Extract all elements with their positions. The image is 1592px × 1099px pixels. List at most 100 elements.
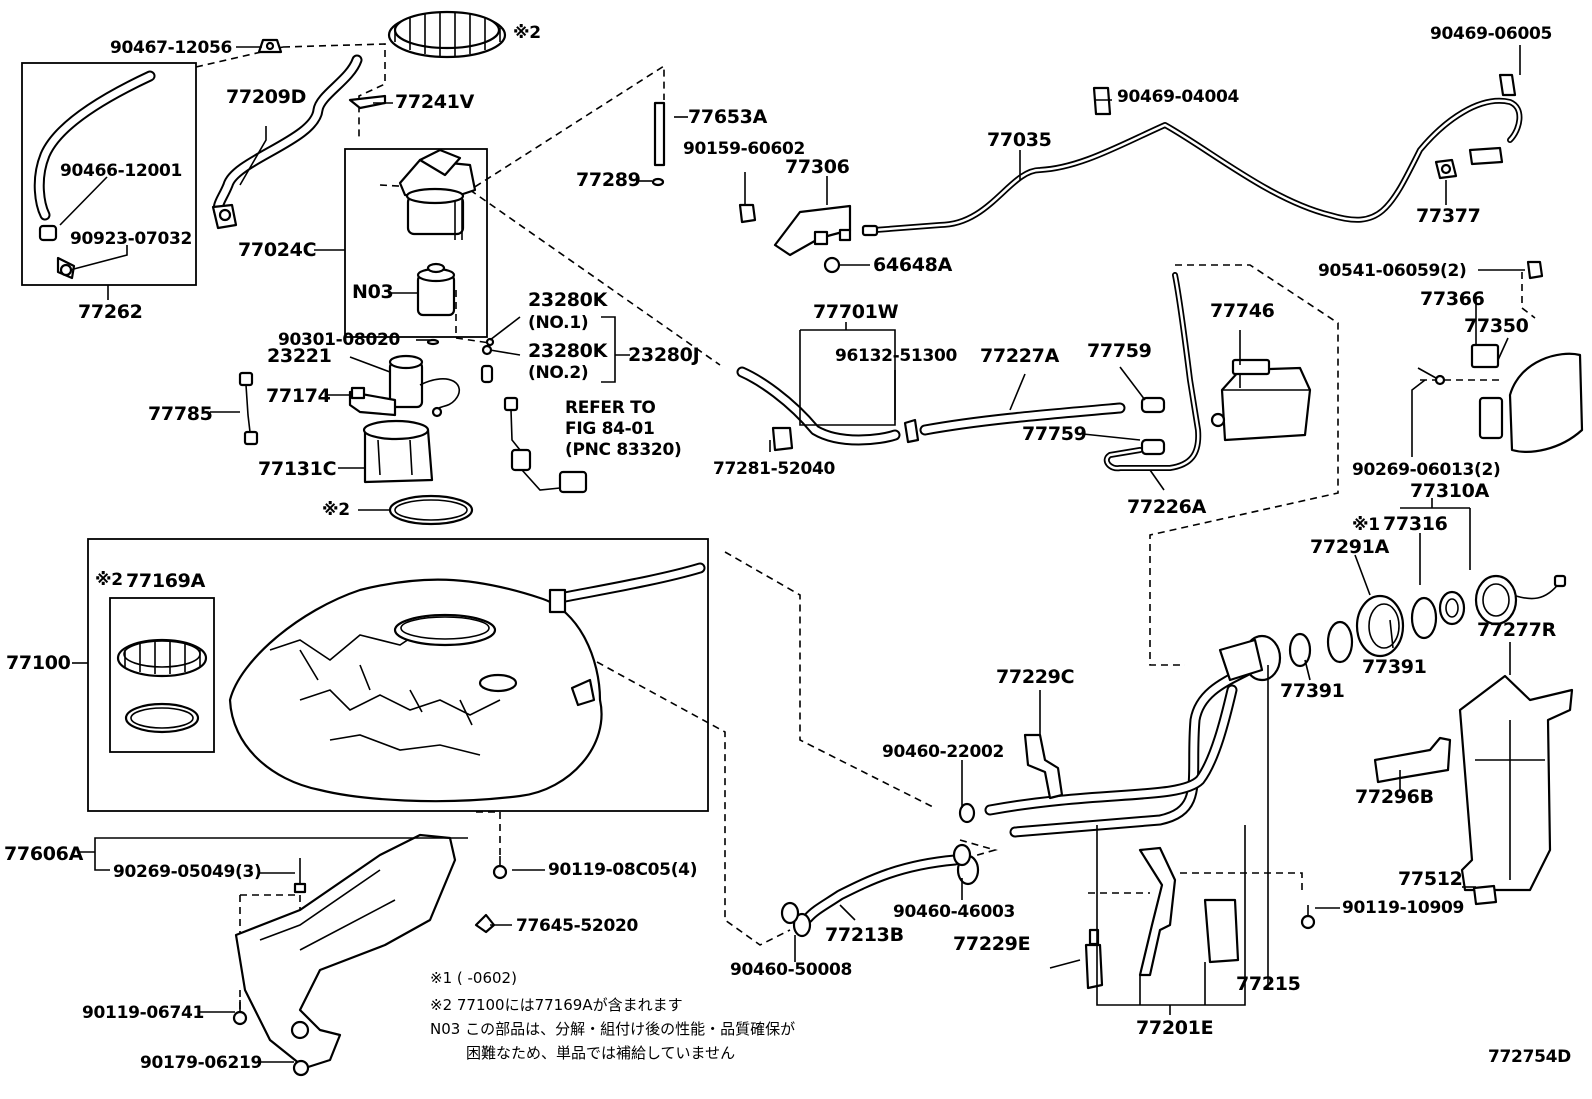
- label-23280K-2: 23280K: [528, 340, 609, 362]
- bracket-77306: [738, 203, 852, 257]
- label-77377: 77377: [1416, 205, 1481, 227]
- label-77306: 77306: [785, 156, 850, 178]
- label-refer-2: FIG 84-01: [565, 419, 654, 439]
- dash-bolt-tank: [476, 811, 501, 857]
- label-77169A: 77169A: [126, 570, 206, 592]
- label-90469-06005: 90469-06005: [1430, 24, 1552, 44]
- label-77350: 77350: [1464, 315, 1529, 337]
- dash-tank-to-filler: [724, 551, 936, 809]
- clamp-90469-04004: [1092, 86, 1112, 116]
- label-77281-52040: 77281-52040: [713, 459, 836, 479]
- bracket-77229C: [1023, 733, 1064, 800]
- hose-77209D: [211, 54, 363, 230]
- label-77226A: 77226A: [1127, 496, 1207, 518]
- label-77174: 77174: [266, 385, 331, 407]
- tube-77653A: [651, 101, 666, 187]
- label-90541-06059: 90541-06059(2): [1318, 261, 1467, 281]
- label-77701W: 77701W: [813, 301, 899, 323]
- clamp-90460-50008: [780, 901, 800, 925]
- hose-77701W: [736, 366, 901, 446]
- bracket-77229E: [1084, 928, 1104, 990]
- fuel-sender-wire: [503, 396, 588, 494]
- note-2: ※2 77100には77169Aが含まれます: [430, 996, 683, 1014]
- label-23280K-2-no: (NO.2): [528, 363, 588, 383]
- label-90469-04004: 90469-04004: [1117, 87, 1240, 107]
- note-1: ※1 ( -0602): [430, 969, 517, 987]
- label-77606A: 77606A: [4, 843, 84, 865]
- hose-assembly-77262: [33, 70, 156, 280]
- label-77277R: 77277R: [1477, 619, 1557, 641]
- label-77785: 77785: [148, 403, 213, 425]
- wire-77785: [238, 371, 259, 446]
- label-90460-46003: 90460-46003: [893, 902, 1015, 922]
- bolt-90269-05049: [293, 858, 307, 894]
- label-90269-05049: 90269-05049(3): [113, 862, 262, 882]
- label-77213B: 77213B: [825, 924, 904, 946]
- label-90119-08C05: 90119-08C05(4): [548, 860, 697, 880]
- label-77512: 77512: [1398, 868, 1463, 890]
- clamp-90460-46003: [952, 843, 972, 867]
- clip-96132-51300: [903, 418, 920, 444]
- label-77366: 77366: [1420, 288, 1485, 310]
- note-4: 困難なため、単品では補給していません: [466, 1044, 735, 1062]
- dash-pump-to-tube: [379, 64, 665, 191]
- dash-bracket-2: [1180, 872, 1303, 890]
- label-77391-a: 77391: [1362, 656, 1427, 678]
- footnotes: ※1 ( -0602) ※2 77100には77169Aが含まれます N03 こ…: [430, 969, 1571, 1067]
- label-90460-22002: 90460-22002: [882, 742, 1004, 762]
- canister-77746: [1210, 358, 1312, 442]
- connector-77759-a: [1140, 396, 1166, 414]
- pump-cup-77131C: [362, 419, 434, 484]
- label-77131C: 77131C: [258, 458, 336, 480]
- label-77201E: 77201E: [1136, 1017, 1213, 1039]
- tube-77226A: [1103, 272, 1202, 472]
- label-77262: 77262: [78, 301, 143, 323]
- fuel-cap-77316: [1474, 574, 1567, 626]
- part-labels: 90467-12056 ※2 90469-06005 77209D 77241V…: [4, 23, 1557, 1073]
- label-77645-52020: 77645-52020: [516, 916, 639, 936]
- bolt-90119-08C05: [492, 856, 508, 880]
- group-boxes: [21, 62, 709, 812]
- brackets-77201E: [1138, 846, 1240, 977]
- label-refer-3: (PNC 83320): [565, 440, 681, 460]
- dash-filter: [455, 290, 491, 344]
- fuel-pump-module: [398, 148, 477, 317]
- dash-canister-loop: [1149, 264, 1339, 666]
- label-77316: 77316: [1383, 513, 1448, 535]
- label-77229C: 77229C: [996, 666, 1074, 688]
- label-90460-50008: 90460-50008: [730, 960, 852, 980]
- label-90923-07032: 90923-07032: [70, 229, 192, 249]
- label-90159-60602: 90159-60602: [683, 139, 805, 159]
- label-77746: 77746: [1210, 300, 1275, 322]
- box-77024C: [344, 148, 488, 338]
- clip-77645-52020: [474, 913, 496, 934]
- gasket-77391-b: [1326, 620, 1354, 664]
- label-77229E: 77229E: [953, 933, 1030, 955]
- leader-lines: [59, 45, 1525, 1063]
- label-77310A: 77310A: [1410, 480, 1490, 502]
- label-mark1: ※1: [1352, 515, 1380, 535]
- label-77291A: 77291A: [1310, 536, 1390, 558]
- cable-77035: [861, 97, 1523, 237]
- label-90179-06219: 90179-06219: [140, 1053, 262, 1073]
- label-77759-a: 77759: [1087, 340, 1152, 362]
- retainer-ring-top: [387, 10, 507, 59]
- label-refer-1: REFER TO: [565, 398, 656, 418]
- dash-pump-to-hose: [469, 189, 721, 366]
- label-77209D: 77209D: [226, 86, 306, 108]
- label-77035: 77035: [987, 129, 1052, 151]
- clamp-90469-06005: [1498, 73, 1517, 97]
- gasket-77391-a: [1410, 596, 1438, 640]
- hose-77227A: [919, 402, 1126, 436]
- bolt-90179-06219: [292, 1059, 310, 1077]
- label-90269-06013: 90269-06013(2): [1352, 460, 1501, 480]
- bolt-90119-06741: [232, 1000, 248, 1026]
- part-77377: [1434, 158, 1458, 180]
- label-90119-10909: 90119-10909: [1342, 898, 1464, 918]
- box-77169A: [109, 597, 215, 753]
- label-90301-08020: 90301-08020: [278, 330, 401, 350]
- label-mark2-top: ※2: [513, 23, 541, 43]
- dash-tank-to-hose: [596, 661, 791, 946]
- label-77100: 77100: [6, 652, 71, 674]
- label-96132-51300: 96132-51300: [835, 346, 958, 366]
